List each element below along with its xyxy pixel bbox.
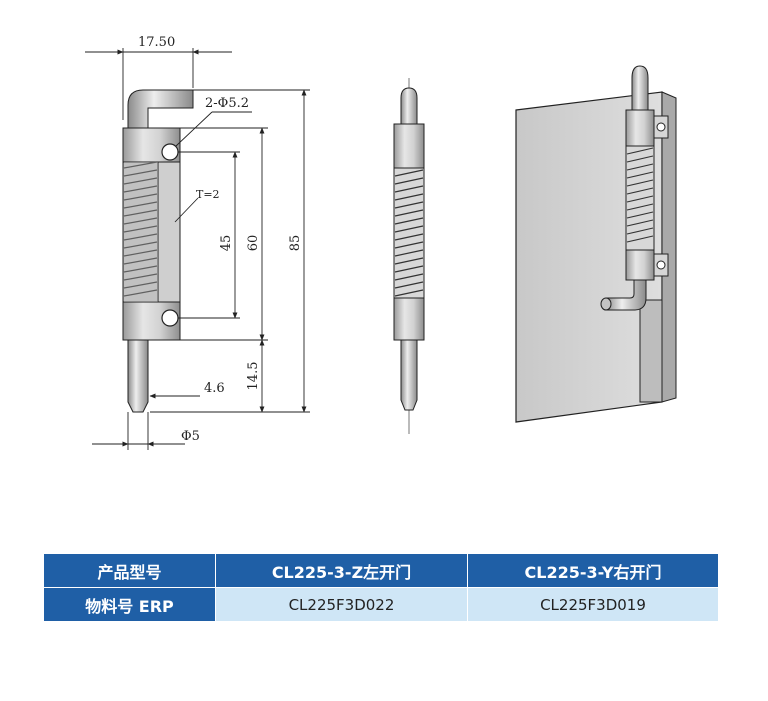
table-row: 物料号 ERP CL225F3D022 CL225F3D019 — [43, 587, 719, 622]
header-label-cell: 产品型号 — [43, 553, 216, 588]
spring — [123, 161, 158, 297]
model-left-cell: CL225-3-Z左开门 — [215, 553, 468, 588]
dim-pin-diameter: Φ5 — [181, 429, 200, 444]
dim-pin-length: 14.5 — [246, 362, 261, 391]
table-header-row: 产品型号 CL225-3-Z左开门 CL225-3-Y右开门 — [43, 553, 719, 588]
dim-hole-spacing: 45 — [219, 235, 234, 252]
dim-body-length: 60 — [246, 235, 261, 252]
dim-pin-offset: 4.6 — [204, 381, 225, 396]
spec-table: 产品型号 CL225-3-Z左开门 CL225-3-Y右开门 物料号 ERP C… — [43, 553, 719, 622]
dim-thickness: T=2 — [196, 188, 220, 201]
dim-hole-spec: 2-Φ5.2 — [205, 96, 249, 111]
dim-overall-width: 17.50 — [138, 35, 175, 50]
model-right-cell: CL225-3-Y右开门 — [467, 553, 719, 588]
dim-overall-length: 85 — [288, 235, 303, 252]
front-view-hinge — [122, 89, 194, 413]
side-view-hinge — [393, 78, 425, 434]
dimension-lines — [85, 48, 310, 450]
installed-view — [515, 65, 677, 423]
technical-drawing: 17.50 2-Φ5.2 T=2 45 60 85 14.5 4.6 Φ5 — [85, 35, 677, 450]
dimension-labels: 17.50 2-Φ5.2 T=2 45 60 85 14.5 4.6 Φ5 — [138, 35, 303, 444]
erp-label-cell: 物料号 ERP — [43, 587, 216, 622]
erp-right-cell: CL225F3D019 — [467, 587, 719, 622]
erp-left-cell: CL225F3D022 — [215, 587, 468, 622]
